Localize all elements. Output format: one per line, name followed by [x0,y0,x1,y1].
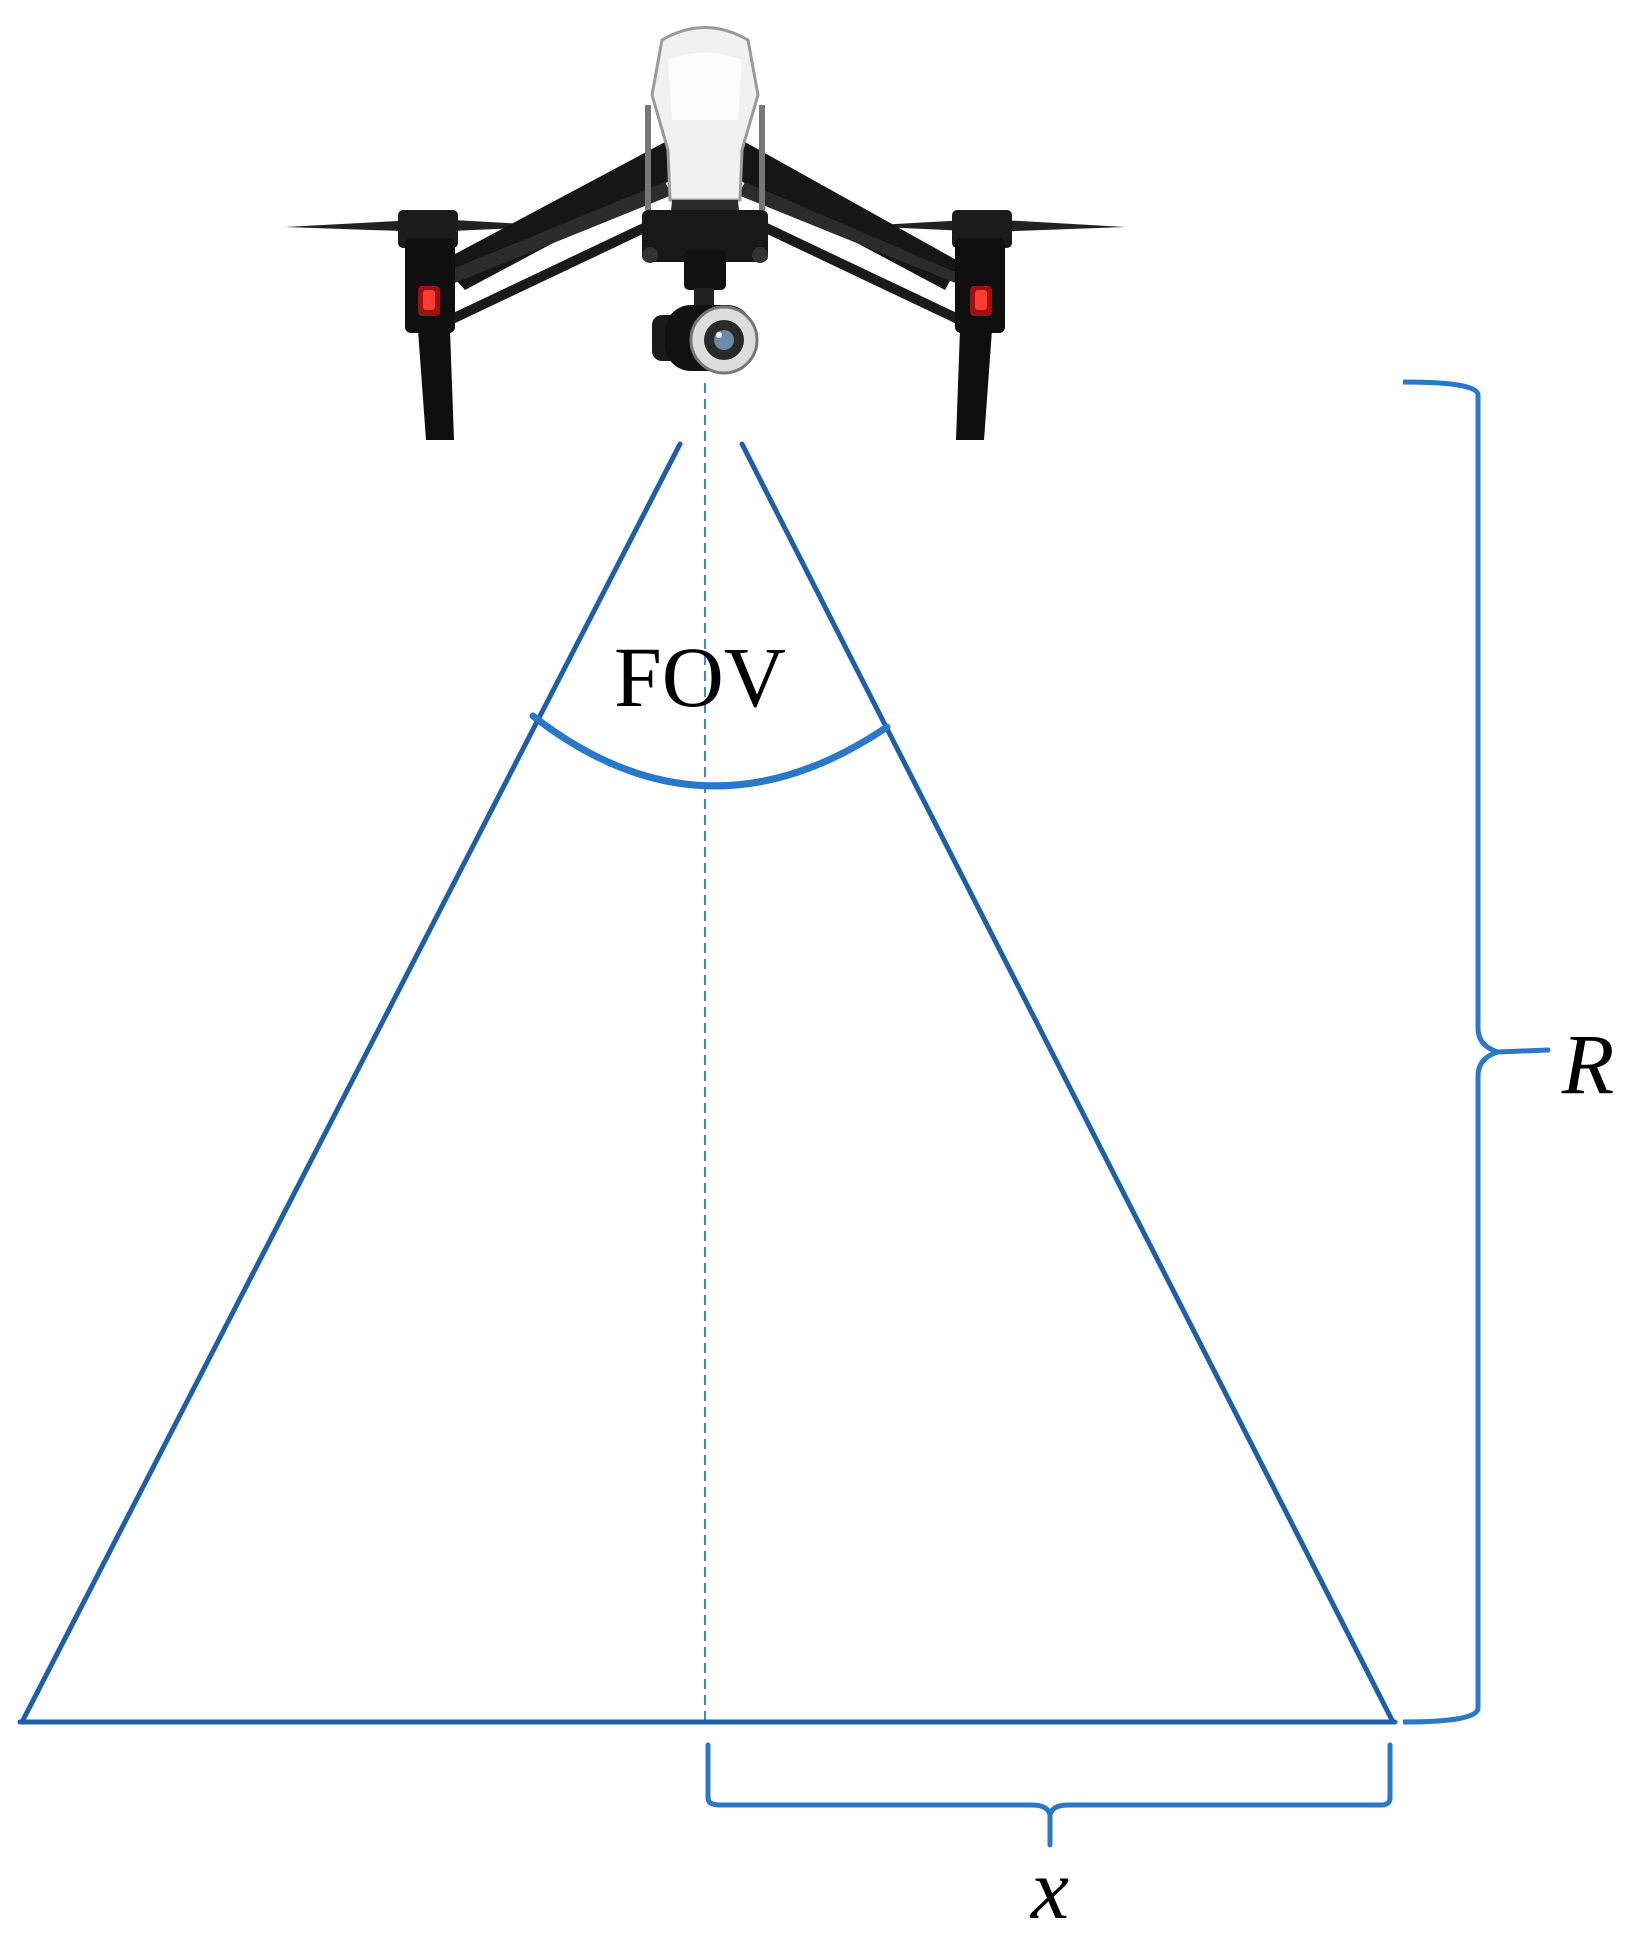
right-arm [720,142,963,325]
gimbal-camera-icon [642,210,768,375]
half-width-label: x [1029,1841,1069,1937]
right-landing-leg [956,330,992,440]
half-width-brace [705,1742,1393,1848]
right-motor [952,210,1012,333]
fov-right-edge [739,441,1396,1725]
height-brace [1402,379,1501,1725]
fov-left-edge [19,441,683,1725]
left-landing-leg [418,330,454,440]
height-label: R [1561,1016,1615,1112]
height-brace-pointer [1495,1047,1551,1055]
fov-triangle [17,441,1398,1725]
left-motor [398,210,458,333]
drone-icon [285,26,1125,440]
fov-angle-arc [529,712,891,790]
left-arm [440,142,690,325]
fov-label: FOV [614,629,786,725]
